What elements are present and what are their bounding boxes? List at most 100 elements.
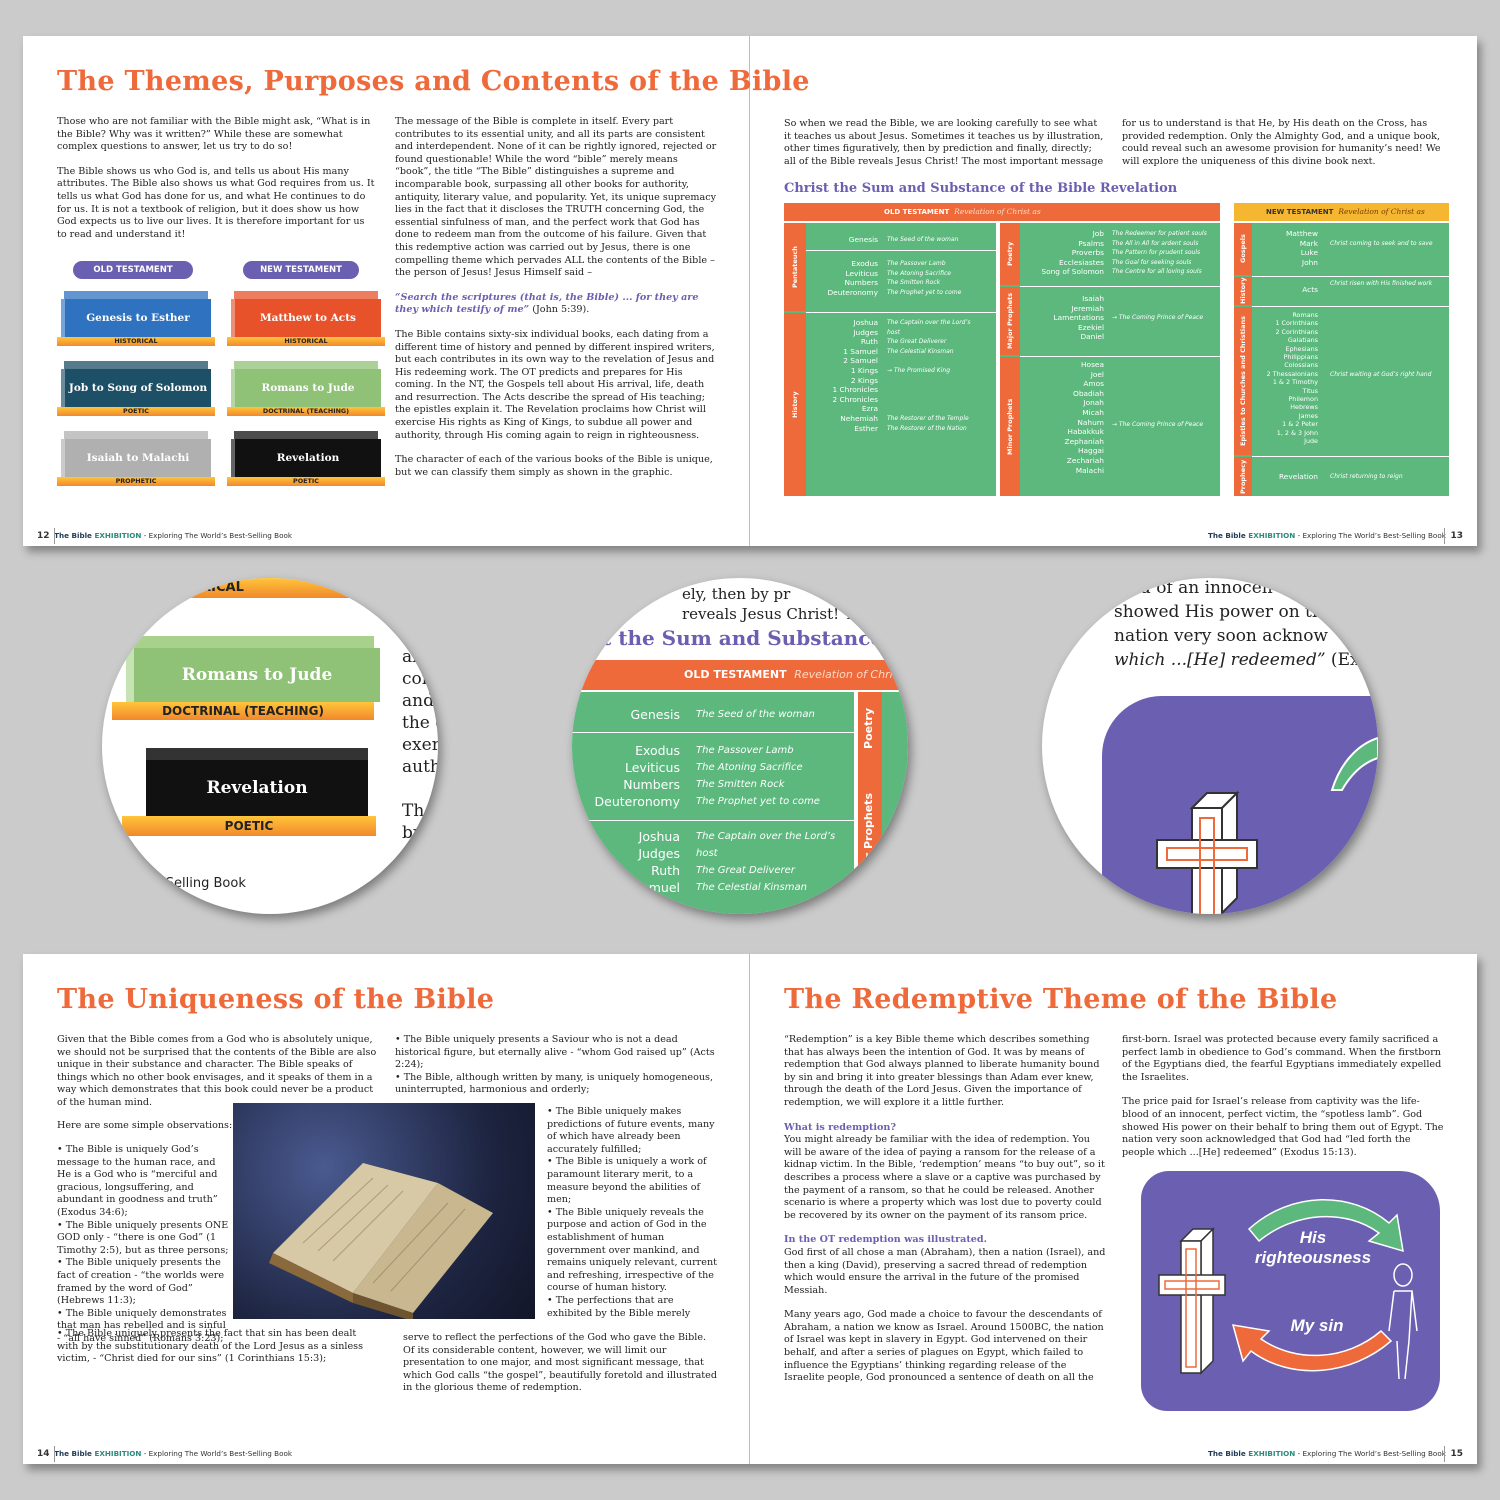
book-name: Malachi xyxy=(1075,465,1104,475)
old-testament-label: OLD TESTAMENT xyxy=(73,261,193,279)
text-column-1: “Redemption” is a key Bible theme which … xyxy=(784,1034,1106,1397)
paragraph: “Redemption” is a key Bible theme which … xyxy=(784,1034,1100,1108)
text-fragment xyxy=(402,778,438,800)
old-testament-header: OLD TESTAMENT Revelation of Christ as xyxy=(784,203,1220,221)
page-footer: The Bible EXHIBITION - Exploring The Wor… xyxy=(1207,531,1463,541)
text-fragment: the e xyxy=(402,713,438,733)
text-fragment: cor xyxy=(402,669,430,689)
bullet-list-right-top: • The Bible uniquely presents a Saviour … xyxy=(395,1034,717,1097)
old-testament-header: OLD TESTAMENT Revelation of Chri xyxy=(572,660,908,690)
book-name: Song of Solomon xyxy=(1041,267,1104,277)
book-name: Isaiah xyxy=(1082,294,1104,303)
book-name: 2 Corinthians xyxy=(1275,327,1318,336)
cross-icon xyxy=(1156,736,1378,914)
section-pentateuch: Pentateuch xyxy=(784,223,806,311)
footer-divider xyxy=(1444,1446,1445,1462)
revelation-note-epistles: Christ waiting at God’s right hand xyxy=(1330,371,1432,378)
chart-orange-bar xyxy=(858,692,882,914)
divider xyxy=(1020,286,1220,287)
text-fragment: and xyxy=(402,691,434,711)
paragraph: The message of the Bible is complete in … xyxy=(395,116,717,279)
gutter xyxy=(749,36,750,546)
bullet-item: • The Bible uniquely reveals the purpose… xyxy=(547,1206,717,1294)
page-footer: 14 The Bible EXHIBITION - Exploring The … xyxy=(37,1449,293,1459)
page-footer: The Bible EXHIBITION - Exploring The Wor… xyxy=(1207,1449,1463,1459)
book-name: Ruth xyxy=(860,337,878,347)
graphic-background xyxy=(1102,696,1378,914)
text-fragment: The xyxy=(402,801,435,821)
book-name: Deuteronomy xyxy=(594,794,681,809)
label-my-sin: My sin xyxy=(1291,1316,1344,1335)
book-name: 1 Corinthians xyxy=(1275,319,1318,328)
book-names: Genesis xyxy=(572,706,681,723)
book-name: Proverbs xyxy=(1071,248,1104,258)
book-name: Daniel xyxy=(1080,332,1104,342)
book-name: Ecclesiastes xyxy=(1059,257,1104,267)
gutter xyxy=(749,954,750,1464)
quote: “Search the scriptures (that is, the Bib… xyxy=(395,291,699,316)
bullet-item: • The Bible uniquely presents the fact o… xyxy=(57,1257,225,1307)
footer-divider xyxy=(54,1446,55,1462)
revelation-note: → The Promised King xyxy=(887,366,951,374)
book-name: Deuteronomy xyxy=(827,287,878,297)
section-major-prophets: Major Prophets xyxy=(1000,287,1020,355)
paragraph: The price paid for Israel’s release from… xyxy=(1122,1096,1444,1159)
book-name: Galatians xyxy=(1287,336,1318,345)
revelation-note: The Great Deliverer xyxy=(696,865,795,876)
revelation-notes: The Seed of the woman xyxy=(696,706,856,723)
book-name: Job xyxy=(1092,229,1104,238)
shelf-historical: HISTORICAL xyxy=(102,578,438,598)
book-name: Habakkuk xyxy=(1067,427,1104,437)
book-name: 1 Samuel xyxy=(621,880,680,895)
paragraph: The Bible shows us who God is, and tells… xyxy=(57,165,375,240)
revelation-note xyxy=(887,356,995,366)
revelation-note: The Captain over the Lord’s xyxy=(696,831,836,842)
revelation-note: The Centre for all loving souls xyxy=(1112,268,1202,276)
book-romans-to-jude: Romans to Jude xyxy=(126,648,380,702)
bullet-item: • The Bible is uniquely God’s message to… xyxy=(57,1144,218,1218)
book-name: 1 & 2 Timothy xyxy=(1272,378,1318,387)
book-name: 1 Kings xyxy=(850,365,878,375)
text-column-1: Those who are not familiar with the Bibl… xyxy=(57,116,377,253)
book-name: Hebrews xyxy=(1290,403,1318,412)
book-name: Joshua xyxy=(638,829,680,844)
revelation-note: The Great Deliverer xyxy=(887,338,947,346)
book-title: Matthew to Acts xyxy=(231,299,381,337)
chart-title-fragment: t the Sum and Substance xyxy=(602,626,884,650)
revelation-notes-genesis: The Seed of the woman xyxy=(887,235,995,245)
open-book-icon xyxy=(269,1163,493,1321)
book-name: Philemon xyxy=(1288,395,1318,404)
arrow-right-icon xyxy=(1247,1198,1404,1253)
revelation-note: The Atoning Sacrifice xyxy=(696,762,803,773)
book-name: Obadiah xyxy=(1073,388,1104,398)
revelation-note: The Pattern for prudent souls xyxy=(1112,249,1201,257)
section-prophecy: Prophecy xyxy=(1234,457,1252,496)
subheading: What is redemption? xyxy=(784,1121,897,1133)
book-title: Romans to Jude xyxy=(231,369,381,407)
paragraph-text: The price paid for Israel’s release from… xyxy=(1122,1096,1444,1158)
book-name: Nahum xyxy=(1077,417,1104,427)
section-history: History xyxy=(784,313,806,496)
revelation-note: The Prophet yet to come xyxy=(696,796,820,807)
book-top xyxy=(132,636,374,650)
paragraph: You might already be familiar with the i… xyxy=(784,1134,1105,1221)
book-name: Revelation xyxy=(1278,472,1318,481)
book-name: Esther xyxy=(854,423,878,433)
book-name: 1 & 2 Peter xyxy=(1282,420,1318,429)
book-name: Titus xyxy=(1302,386,1318,395)
book-name: Ephesians xyxy=(1285,344,1318,353)
book-revelation: Revelation xyxy=(146,760,368,816)
paragraph: Many years ago, God made a choice to fav… xyxy=(784,1309,1104,1384)
intro-paragraph: Given that the Bible comes from a God wh… xyxy=(57,1034,377,1131)
book-name: Nehemiah xyxy=(840,413,878,423)
book-name: 2 Samuel xyxy=(843,356,878,366)
zoom-circle-books: HISTORICAL Romans to Jude DOCTRINAL (TEA… xyxy=(102,578,438,914)
chart-green-block xyxy=(882,692,908,914)
shelf-poetic: POETIC xyxy=(122,816,376,836)
